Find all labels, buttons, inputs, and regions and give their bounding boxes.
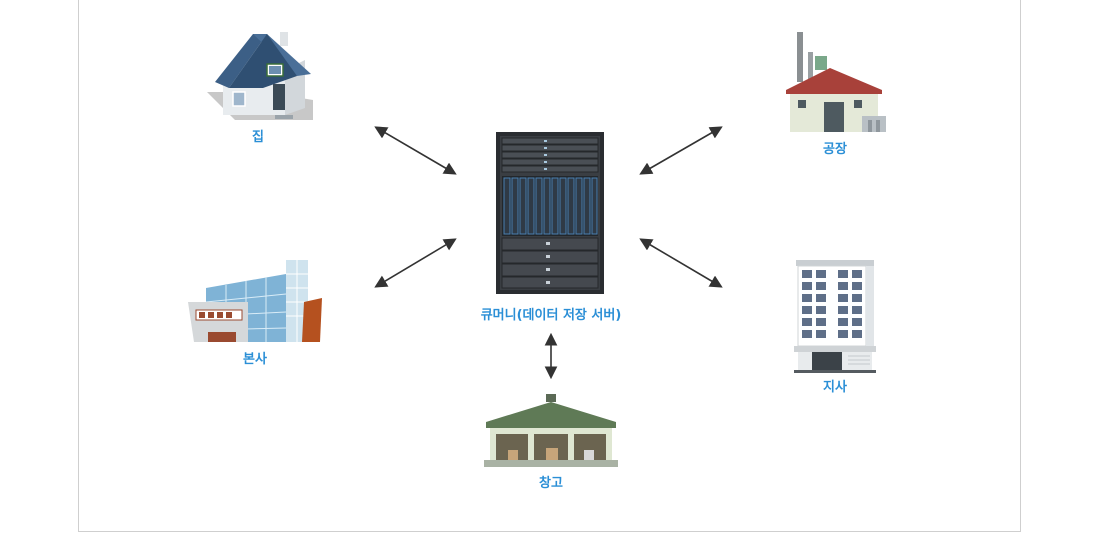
node-home (205, 30, 315, 122)
label-home: 집 (252, 130, 264, 145)
arrow-home-server (374, 126, 457, 175)
arrow-factory-server (639, 126, 723, 175)
label-headquarters: 본사 (243, 352, 267, 367)
highrise-building-icon (794, 260, 876, 373)
label-warehouse: 창고 (539, 476, 563, 491)
node-headquarters (186, 258, 324, 346)
house-icon (207, 32, 313, 120)
label-factory: 공장 (823, 142, 847, 157)
node-server (496, 132, 604, 294)
node-factory (782, 30, 892, 134)
label-branch: 지사 (823, 380, 847, 395)
warehouse-icon (484, 394, 618, 467)
label-server: 큐머니(데이터 저장 서버) (480, 308, 622, 323)
arrow-headquarters-server (374, 238, 457, 288)
factory-icon (786, 32, 886, 132)
office-building-icon (188, 260, 322, 342)
server-rack-icon (496, 132, 604, 294)
arrow-branch-server (639, 238, 723, 288)
node-branch (790, 258, 880, 374)
node-warehouse (484, 394, 618, 468)
